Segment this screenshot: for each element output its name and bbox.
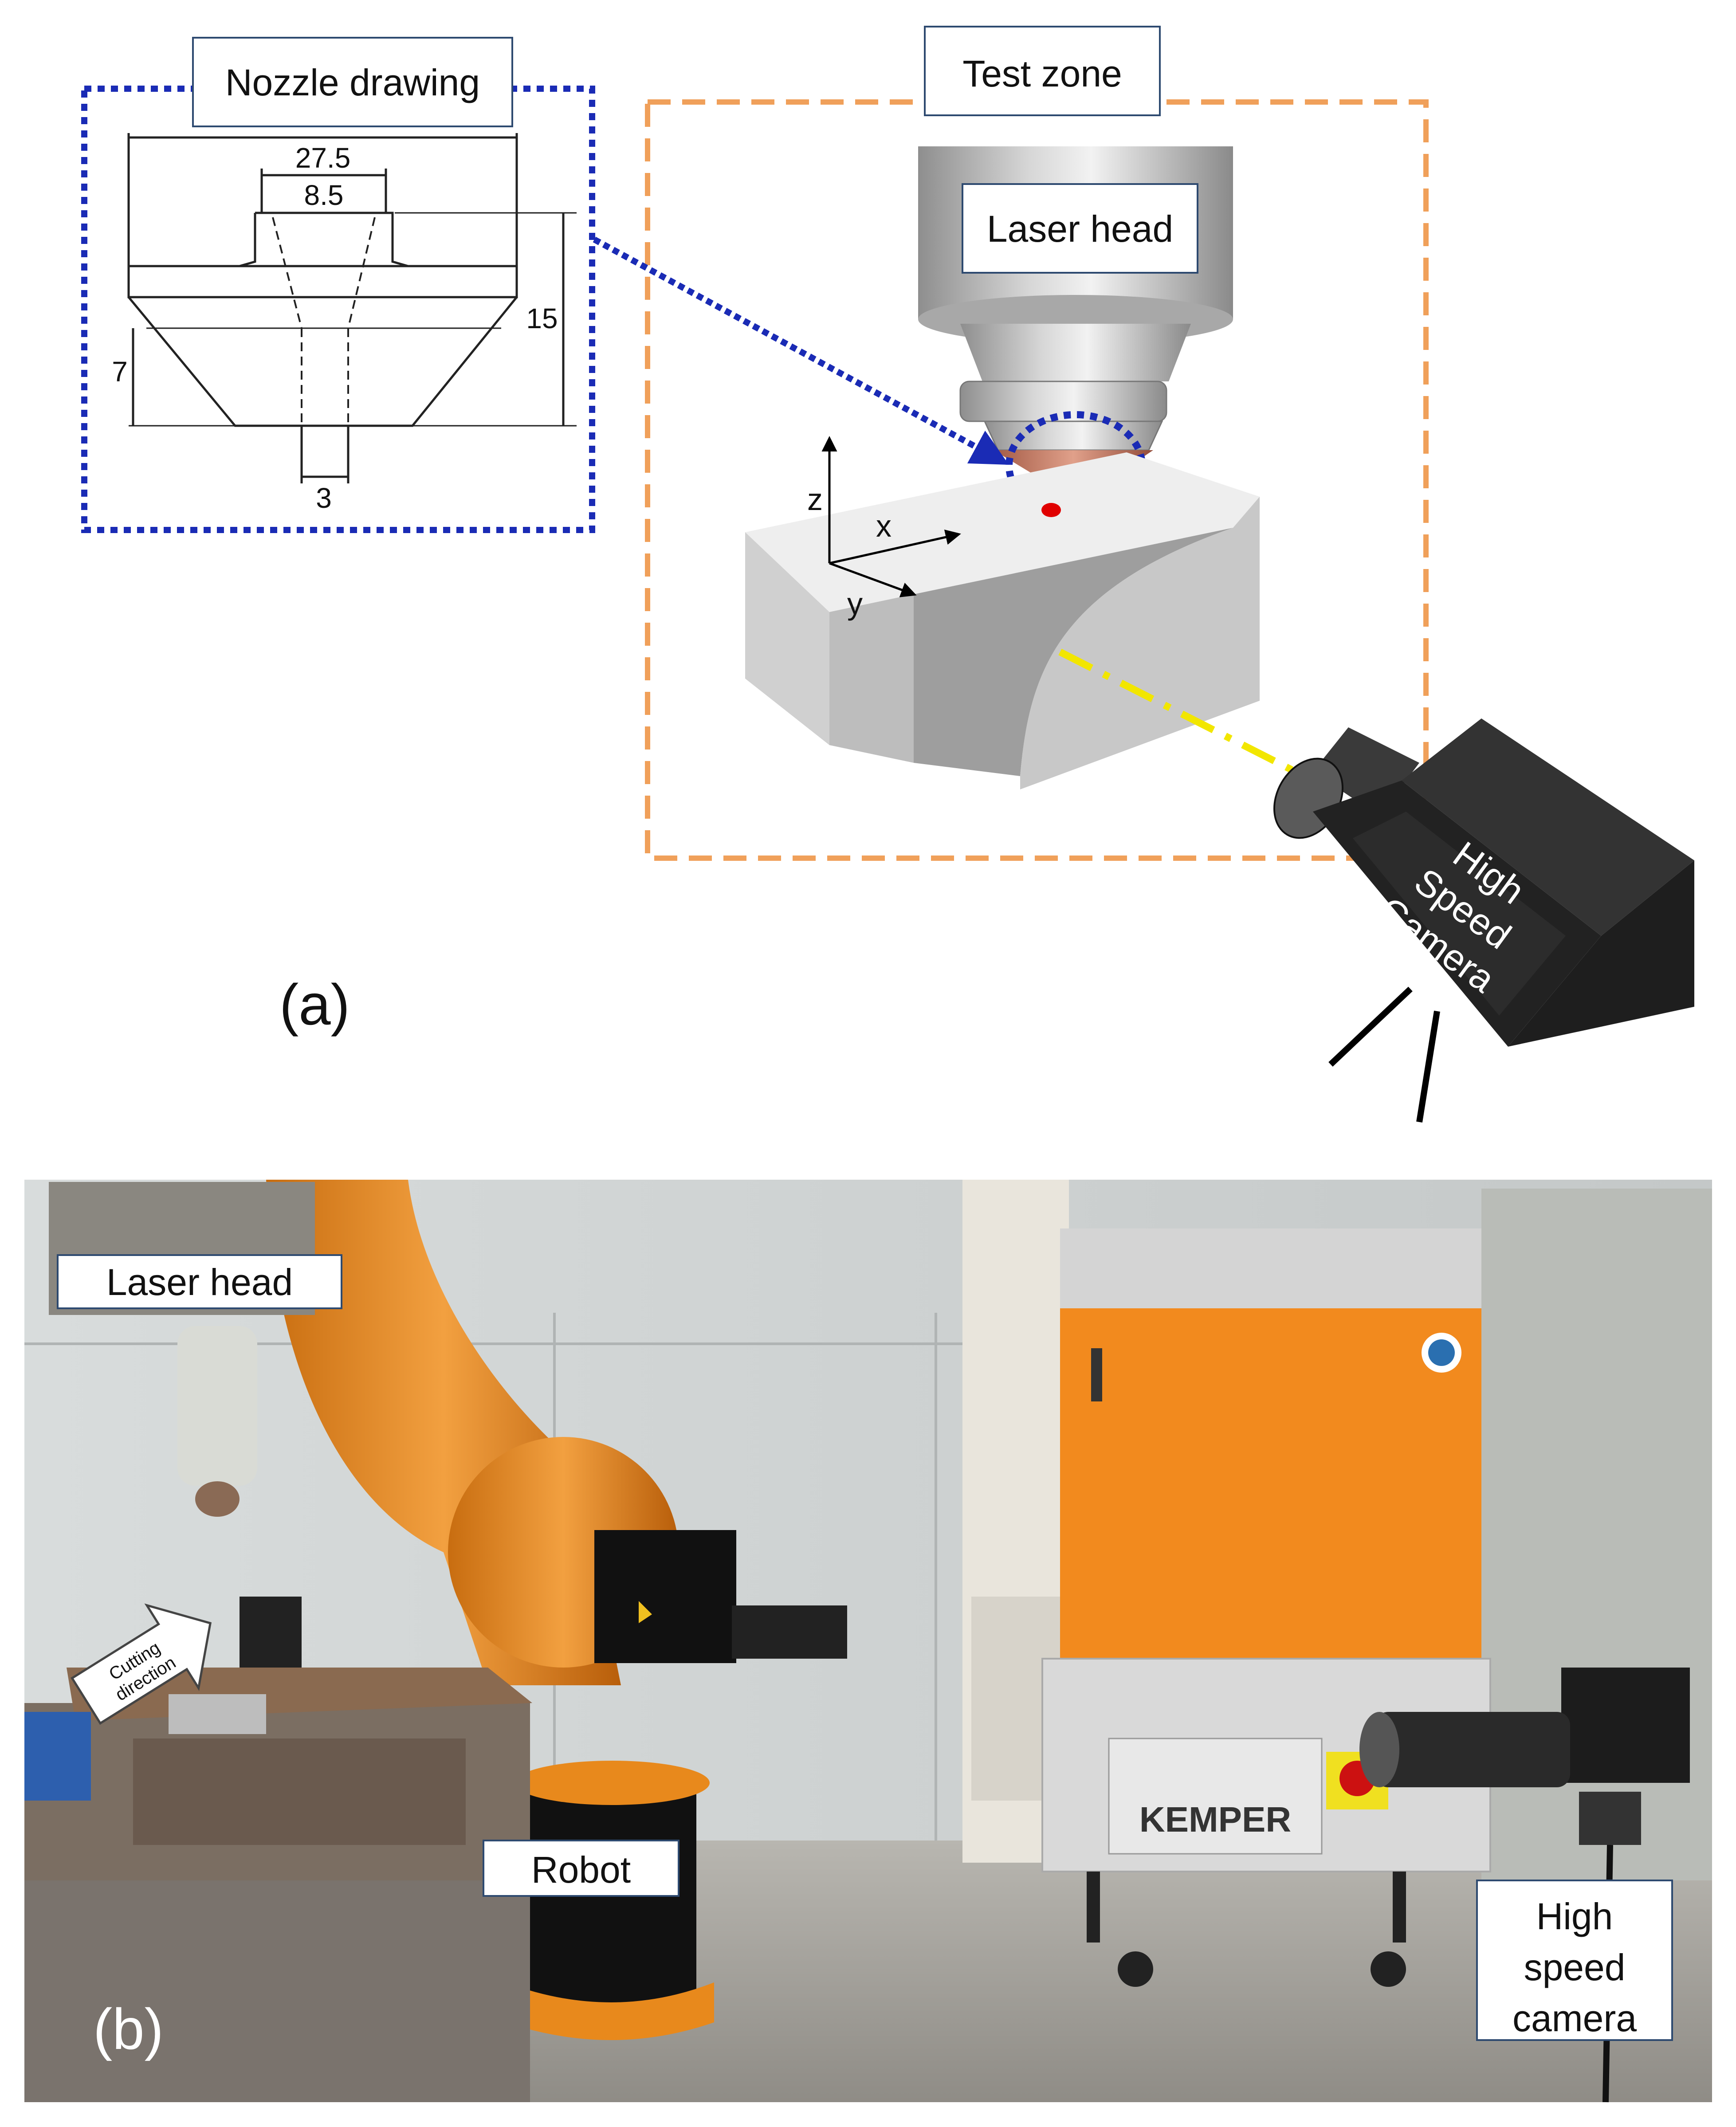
photo-camera-label-box [1476, 1880, 1673, 2041]
robot-photo [240, 1180, 847, 2040]
cutting-direction-arrow: Cutting direction [71, 1603, 212, 1725]
nozzle-drawing-title: Nozzle drawing [225, 62, 480, 103]
photo-camera-label-line-2: speed [1524, 1946, 1626, 1988]
laser-spot [1041, 503, 1061, 517]
photo-laser-head-label: Laser head [106, 1261, 293, 1303]
kemper-brand-text: KEMPER [1139, 1800, 1291, 1839]
dim-outer-width: 27.5 [295, 142, 351, 174]
axis-x-label: x [876, 509, 892, 543]
dim-orifice: 3 [316, 482, 332, 514]
coordinate-axes [821, 436, 961, 597]
axis-z-label: z [807, 482, 823, 517]
photo-robot-label-box [483, 1840, 679, 1897]
camera-sight-line [1058, 648, 1315, 784]
laser-head-label: Laser head [987, 208, 1173, 250]
high-speed-camera-photo [1359, 1668, 1690, 2103]
photo-laser-head-label-box [57, 1254, 342, 1309]
photo-camera-label-line-3: camera [1512, 1997, 1637, 2039]
dim-height: 15 [526, 302, 558, 334]
workpiece-block [745, 452, 1260, 789]
laser-head-label-box [962, 183, 1198, 274]
panel-b-photo: KEMPER [24, 1180, 1712, 2103]
panel-b-label: (b) [93, 1997, 164, 2061]
dim-top-width: 8.5 [304, 179, 344, 211]
axis-y-label: y [847, 586, 863, 621]
cutting-table [24, 1668, 532, 2102]
nozzle-title-box [192, 37, 513, 127]
test-zone-title: Test zone [962, 53, 1122, 94]
dim-cone-height: 7 [112, 356, 128, 388]
nozzle-technical-drawing [127, 133, 577, 483]
photo-camera-label-line-1: High [1536, 1895, 1613, 1937]
photo-robot-label: Robot [531, 1849, 631, 1891]
kemper-extractor: KEMPER [1041, 1228, 1491, 1987]
high-speed-camera-3d [1273, 718, 1694, 1123]
panel-a-label: (a) [279, 972, 350, 1037]
test-zone-title-box [924, 26, 1161, 116]
nozzle-link-arrow [593, 236, 1009, 465]
panel-a: Nozzle drawing [81, 26, 1694, 1123]
